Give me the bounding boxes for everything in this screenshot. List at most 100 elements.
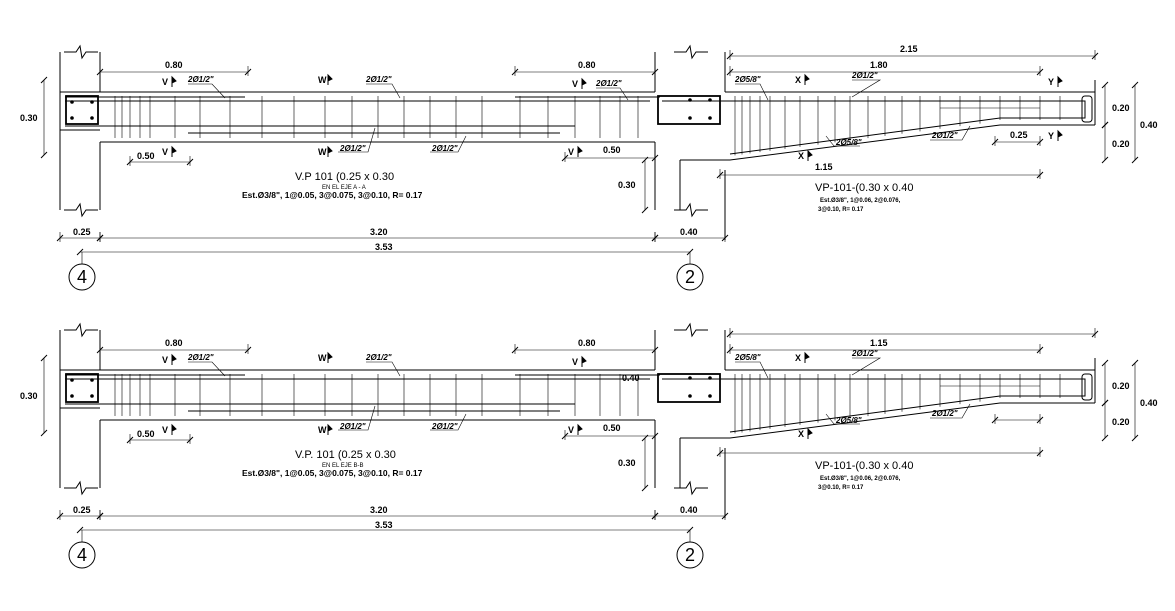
tag-cant-bot: 2Ø5/8" [835, 138, 862, 147]
main-beam-axis-note: EN EL EJE B-B [322, 463, 363, 469]
section-x-bottom: X [798, 429, 804, 439]
cantilever-soffit [680, 124, 1095, 161]
axis-2: 2 [685, 267, 695, 287]
tag-v1: 2Ø1/2" [187, 353, 214, 362]
dimension-tick [1091, 52, 1099, 60]
dimension-tick [1101, 359, 1109, 367]
base-mid-value: 3.20 [370, 227, 388, 237]
dimension-tick [1101, 121, 1109, 129]
dimension-tick [186, 158, 194, 166]
dimension-tick [126, 436, 134, 444]
dimension-tick [1131, 156, 1139, 164]
tag-cant-bot: 2Ø5/8" [835, 416, 862, 425]
right-h2-value: 0.20 [1112, 139, 1130, 149]
dimension-tick [511, 346, 519, 354]
tag-w-bot2: 2Ø1/2" [431, 144, 458, 153]
section-v-right: V [572, 79, 578, 89]
dimension-tick [511, 68, 519, 76]
rebar-dot [688, 376, 692, 380]
leader-line [735, 83, 769, 101]
tag-x-left: 2Ø5/8" [734, 75, 761, 84]
section-w-bottom: W [318, 147, 327, 157]
tag-v2: 2Ø1/2" [595, 79, 622, 88]
section-arrow [171, 353, 177, 362]
section-arrow [577, 423, 583, 432]
dimension-tick [40, 354, 48, 362]
right-h1-value: 0.20 [1112, 381, 1130, 391]
dimension-tick [1101, 434, 1109, 442]
section-arrow [807, 427, 813, 436]
leader-line [825, 413, 860, 425]
tag-v1: 2Ø1/2" [187, 75, 214, 84]
right-total-value: 0.40 [1140, 120, 1158, 130]
dimension-tick [651, 432, 659, 440]
col-height-value: 0.30 [618, 180, 636, 190]
section-arrow [327, 145, 333, 154]
top-total-value: 2.15 [900, 44, 918, 54]
right-column-break-bottom [674, 480, 708, 496]
dimension-tick [651, 512, 659, 520]
section-arrow [577, 145, 583, 154]
base-right-value: 0.40 [680, 505, 698, 515]
dimension-tick [641, 434, 649, 442]
section-arrow [171, 423, 177, 432]
section-v-right: V [572, 357, 578, 367]
section-v-bottom-left: V [162, 425, 168, 435]
top-mid-value: 0.80 [578, 60, 596, 70]
dimension-tick [716, 171, 724, 179]
axis-4: 4 [77, 545, 87, 565]
leader-line [338, 405, 376, 431]
leader-line [366, 361, 401, 377]
dimension-tick [186, 436, 194, 444]
tag-w-bot: 2Ø1/2" [339, 144, 366, 153]
leader-line [366, 83, 401, 99]
dimension-tick [1101, 81, 1109, 89]
main-beam-title: V.P 101 (0.25 x 0.30 [295, 171, 394, 183]
leader-line [430, 135, 467, 153]
right-total-value: 0.40 [1140, 398, 1158, 408]
column-section-box-right [657, 95, 721, 125]
top-mid-value: 0.80 [578, 338, 596, 348]
cantilever-bottom-bar [662, 378, 1086, 433]
tag-x-right: 2Ø1/2" [851, 349, 878, 358]
rebar-dot [90, 394, 94, 398]
section-arrow [327, 351, 333, 360]
rebar-dot [70, 378, 74, 382]
section-x-top: X [795, 353, 801, 363]
right-column-break-bottom [674, 202, 708, 218]
dimension-tick [1036, 68, 1044, 76]
section-arrow [807, 149, 813, 158]
cantilever-stirrups-2: 3@0.10, R= 0.17 [818, 207, 864, 213]
dimension-tick [641, 156, 649, 164]
section-y-bottom: Y [1048, 131, 1054, 141]
dimension-tick [641, 484, 649, 492]
section-arrow [581, 77, 587, 86]
rebar-dot [90, 378, 94, 382]
dimension-tick [244, 346, 252, 354]
axis-2-bubble [676, 263, 704, 291]
section-x-top: X [795, 75, 801, 85]
dimension-tick [726, 346, 734, 354]
column-break-bottom [64, 202, 98, 218]
dimension-tick [991, 138, 999, 146]
dimension-tick [1131, 434, 1139, 442]
dimension-tick [726, 52, 734, 60]
cantilever-stirrups-1: Est.Ø3/8", 1@0.06, 2@0.076, [820, 198, 901, 204]
cantilever-stirrups-2: 3@0.10, R= 0.17 [818, 485, 864, 491]
dimension-tick [96, 234, 104, 242]
section-arrow [581, 355, 587, 364]
dimension-tick [641, 206, 649, 214]
dimension-tick [1131, 359, 1139, 367]
main-beam-stirrups: Est.Ø3/8", 1@0.05, 3@0.075, 3@0.10, R= 0… [242, 190, 423, 200]
base-left-value: 0.25 [73, 505, 91, 515]
rebar-dot [70, 394, 74, 398]
main-beam-axis-note: EN EL EJE A - A [322, 185, 366, 191]
column-break-bottom [64, 480, 98, 496]
top-left-value: 0.80 [165, 338, 183, 348]
dimension-tick [1036, 138, 1044, 146]
dimension-tick [40, 76, 48, 84]
rebar-dot [688, 394, 692, 398]
dimension-tick [76, 248, 84, 256]
dimension-tick [721, 234, 729, 242]
